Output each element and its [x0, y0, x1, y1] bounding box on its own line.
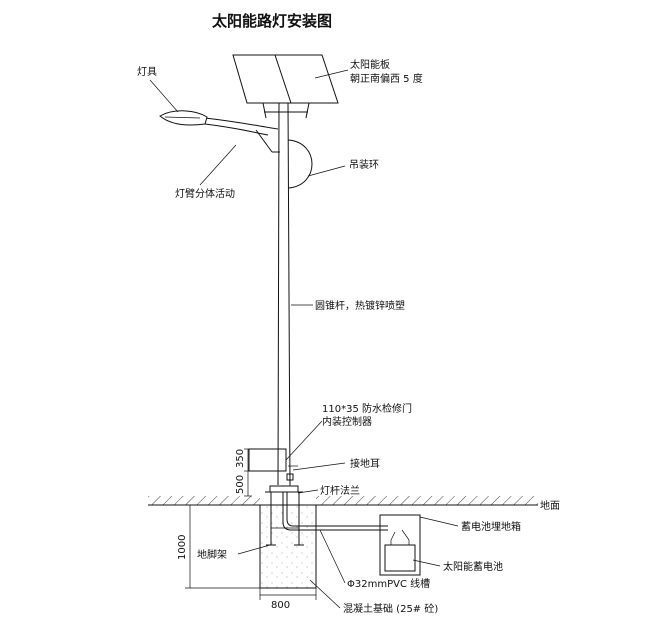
- label-flange: 灯杆法兰: [320, 484, 360, 497]
- label-anchor: 地脚架: [197, 548, 227, 561]
- dim-500: 500: [235, 475, 246, 494]
- label-battery: 太阳能蓄电池: [443, 560, 503, 573]
- label-panel-orientation: 朝正南偏西 5 度: [350, 72, 423, 85]
- label-lifting-ring: 吊装环: [349, 158, 379, 171]
- lifting-ring: [287, 139, 313, 189]
- pole: [277, 102, 291, 486]
- ground-line: [148, 496, 538, 506]
- dimension-foundation-depth: [185, 504, 260, 589]
- dim-800: 800: [271, 600, 290, 611]
- label-conduit: Φ32mmPVC 线槽: [347, 577, 430, 590]
- label-ground-lug: 接地耳: [350, 457, 380, 470]
- label-foundation: 混凝土基础 (25# 砼): [343, 602, 438, 615]
- solar-panel: [232, 54, 339, 119]
- ground-lug: [286, 473, 294, 486]
- label-lamp: 灯具: [137, 66, 157, 78]
- battery-box: [379, 514, 421, 576]
- dimension-foundation-width: [259, 588, 317, 600]
- label-controller: 内装控制器: [322, 415, 372, 428]
- pvc-conduit: [282, 492, 388, 531]
- control-door: [248, 448, 287, 472]
- concrete-foundation: [259, 504, 317, 589]
- label-pole: 圆锥杆，热镀锌喷塑: [315, 299, 405, 312]
- pole-flange: [265, 485, 303, 493]
- label-arm: 灯臂分体活动: [175, 187, 235, 200]
- dim-1000: 1000: [177, 535, 188, 560]
- lamp-head: [159, 110, 208, 126]
- label-door: 110*35 防水检修门: [322, 402, 412, 415]
- label-panel: 太阳能板: [350, 58, 390, 71]
- dimension-door-height: [244, 448, 252, 497]
- dim-350: 350: [235, 449, 246, 468]
- lamp-arm: [204, 117, 280, 153]
- label-ground: 地面: [540, 499, 560, 512]
- leader-lines: [149, 69, 536, 609]
- label-battery-box: 蓄电池埋地箱: [461, 520, 521, 533]
- diagram-title: 太阳能路灯安装图: [212, 12, 332, 30]
